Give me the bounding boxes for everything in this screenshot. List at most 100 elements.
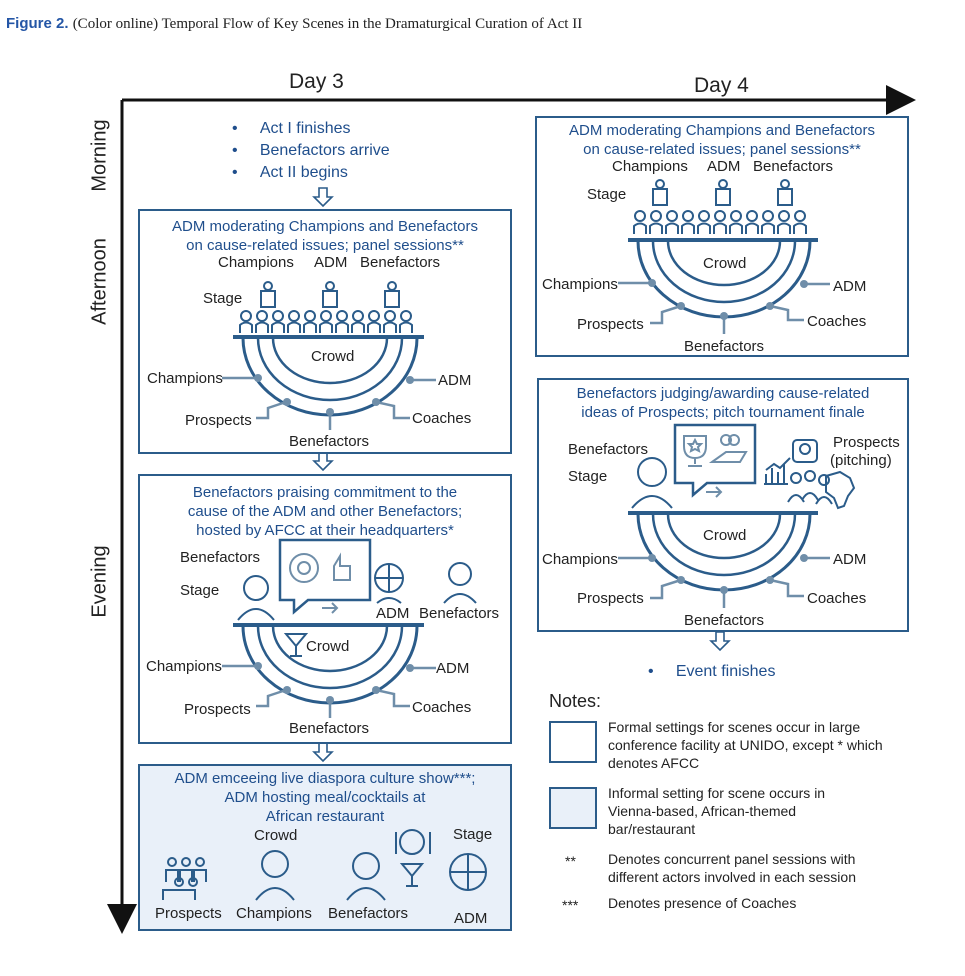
coaches-label: Coaches	[412, 699, 472, 716]
prospects-label: Prospects	[185, 412, 252, 429]
benefactors-label: Benefactors	[289, 433, 370, 450]
trophy-icon	[683, 435, 707, 467]
benefactors-label: Benefactors	[753, 158, 834, 175]
panel-day3-afternoon: ADM moderating Champions and Benefactors…	[138, 209, 512, 454]
informal-note: Informal setting for scene occurs in Vie…	[608, 785, 826, 837]
double-star-note: Denotes concurrent panel sessions with d…	[608, 851, 856, 885]
stage-label: Stage	[453, 826, 493, 843]
adm-label: ADM	[438, 372, 472, 389]
stage-label: Stage	[587, 186, 627, 203]
panelists-icon	[633, 210, 807, 234]
cocktail-icon	[283, 633, 309, 657]
champions-label: Champions	[218, 254, 294, 271]
benefactors-label: Benefactors	[180, 549, 261, 566]
pitching-label: (pitching)	[830, 452, 892, 469]
day3-label: Day 3	[289, 70, 344, 93]
adm-label: ADM	[833, 278, 867, 295]
prospects-label: Prospects	[155, 905, 222, 922]
triple-star-symbol: ***	[562, 897, 579, 913]
money-hand-icon	[708, 434, 748, 463]
benefactor-person-icon	[443, 562, 477, 604]
champions-label: Champions	[236, 905, 312, 922]
champions-label: Champions	[542, 551, 618, 568]
benefactors-label: Benefactors	[568, 441, 649, 458]
informal-swatch	[549, 787, 597, 829]
panel-title: ADM moderating Champions and Benefactors…	[172, 218, 478, 254]
benefactors-label: Benefactors	[289, 720, 370, 737]
prospects-label: Prospects	[577, 316, 644, 333]
arrow-right-icon	[322, 602, 339, 614]
panel-day4-morning: ADM moderating Champions and Benefactors…	[535, 116, 909, 357]
adm-label: ADM	[314, 254, 348, 271]
formal-note: Formal settings for scenes occur in larg…	[608, 719, 883, 771]
speech-bubble-icon	[278, 538, 372, 615]
figure-caption-text: (Color online) Temporal Flow of Key Scen…	[72, 16, 583, 32]
notes-heading: Notes:	[549, 691, 602, 711]
panelists-icon	[239, 310, 413, 333]
benefactors-label: Benefactors	[684, 612, 765, 629]
panel-title: Benefactors judging/awarding cause-relat…	[576, 385, 870, 421]
figure-label: Figure 2.	[6, 15, 69, 32]
champions-label: Champions	[147, 370, 223, 387]
africa-map-icon	[825, 470, 856, 510]
prospects-group-icon	[787, 470, 833, 505]
coaches-label: Coaches	[807, 313, 867, 330]
panel-title: ADM moderating Champions and Benefactors…	[569, 122, 875, 158]
list-item: • Act I finishes	[232, 120, 351, 137]
adm-label: ADM	[454, 910, 488, 927]
event-finishes: • Event finishes	[648, 663, 776, 680]
panel-day3-night: ADM emceeing live diaspora culture show*…	[138, 764, 512, 931]
stage-label: Stage	[203, 290, 243, 307]
bar-chart-icon	[764, 457, 791, 485]
adm-label: ADM	[436, 660, 470, 677]
adm-person-icon	[449, 853, 487, 891]
podium-icon	[260, 281, 400, 308]
panel-title: ADM emceeing live diaspora culture show*…	[174, 770, 476, 825]
arrow-right-icon	[706, 486, 723, 498]
benefactor-person-icon	[631, 457, 673, 509]
podium-icon	[652, 179, 793, 206]
cocktail-icon	[399, 863, 425, 887]
prospects-group-icon	[162, 857, 207, 900]
lightbulb-icon	[792, 439, 818, 463]
figure-caption: Figure 2. (Color online) Temporal Flow o…	[6, 15, 582, 33]
crowd-label: Crowd	[703, 255, 747, 272]
champions-label: Champions	[146, 658, 222, 675]
triple-star-note: Denotes presence of Coaches	[608, 895, 797, 911]
double-star-symbol: **	[565, 853, 576, 869]
benefactors-label: Benefactors	[419, 605, 500, 622]
formal-swatch	[549, 721, 597, 763]
benefactors-label: Benefactors	[684, 338, 765, 355]
champions-label: Champions	[612, 158, 688, 175]
champions-label: Champions	[542, 276, 618, 293]
coaches-label: Coaches	[807, 590, 867, 607]
adm-label: ADM	[707, 158, 741, 175]
thumbs-up-icon	[333, 552, 351, 581]
panel-title: Benefactors praising commitment to the c…	[187, 484, 463, 539]
list-item: • Benefactors arrive	[232, 142, 390, 159]
benefactors-label: Benefactors	[360, 254, 441, 271]
benefactor-person-icon	[237, 575, 275, 621]
adm-label: ADM	[833, 551, 867, 568]
day4-label: Day 4	[694, 74, 749, 97]
crowd-label: Crowd	[703, 527, 747, 544]
benefactors-label: Benefactors	[328, 905, 409, 922]
adm-person-icon	[374, 563, 404, 604]
prospects-pitching-label: Prospects	[833, 434, 900, 451]
benefactor-person-icon	[346, 852, 386, 901]
list-item: • Act II begins	[232, 164, 348, 181]
crowd-label: Crowd	[306, 638, 350, 655]
prospects-label: Prospects	[184, 701, 251, 718]
crowd-label: Crowd	[254, 827, 298, 844]
crowd-label: Crowd	[311, 348, 355, 365]
recycle-globe-icon	[289, 553, 319, 583]
plate-cutlery-icon	[395, 829, 431, 855]
coaches-label: Coaches	[412, 410, 472, 427]
